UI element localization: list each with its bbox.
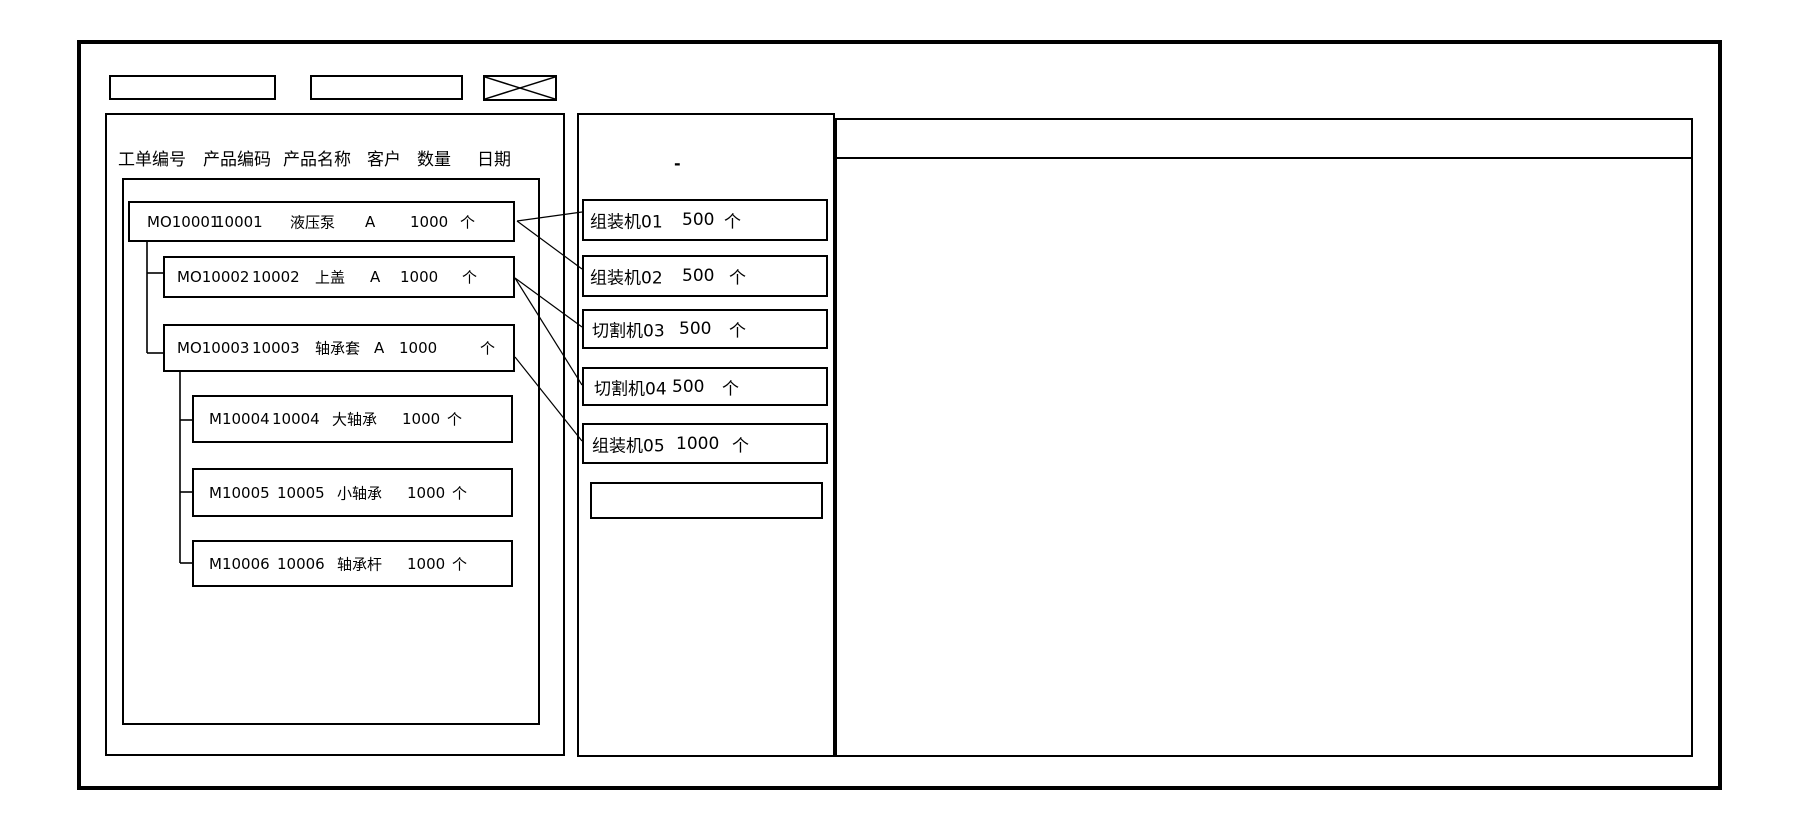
machine-unit: 个 bbox=[729, 268, 746, 289]
unit: 个 bbox=[462, 268, 478, 287]
product-name: 液压泵 bbox=[290, 213, 336, 231]
machine-unit: 个 bbox=[724, 212, 741, 233]
product-code: 10006 bbox=[277, 554, 325, 573]
machine-row-01[interactable]: 组装机01 500 个 bbox=[582, 199, 828, 241]
column-header-product-code: 产品编码 bbox=[203, 150, 271, 170]
order-no: M10006 bbox=[209, 554, 270, 573]
unit: 个 bbox=[460, 213, 476, 231]
unit: 个 bbox=[452, 555, 468, 573]
order-row-m10004[interactable]: M10004 10004 大轴承 1000 个 bbox=[192, 395, 513, 443]
quantity: 1000 bbox=[410, 212, 449, 231]
detail-panel bbox=[835, 118, 1693, 757]
column-header-order-no: 工单编号 bbox=[118, 150, 186, 170]
machine-row-05[interactable]: 组装机05 1000 个 bbox=[582, 423, 828, 464]
column-header-date: 日期 bbox=[477, 150, 511, 170]
machine-unit: 个 bbox=[732, 436, 749, 456]
quantity: 1000 bbox=[399, 339, 438, 357]
order-row-m10006[interactable]: M10006 10006 轴承杆 1000 个 bbox=[192, 540, 513, 587]
column-header-customer: 客户 bbox=[367, 150, 401, 170]
machine-name: 组装机05 bbox=[592, 436, 665, 456]
detail-panel-body bbox=[837, 159, 1691, 755]
product-name: 轴承杆 bbox=[337, 555, 383, 573]
product-code: 10003 bbox=[252, 339, 300, 357]
quantity: 1000 bbox=[407, 483, 446, 502]
order-row-mo10002[interactable]: MO10002 10002 上盖 A 1000 个 bbox=[163, 256, 515, 298]
machine-qty: 1000 bbox=[676, 433, 720, 454]
machine-row-04[interactable]: 切割机04 500 个 bbox=[582, 367, 828, 406]
x-cross-icon bbox=[485, 77, 555, 99]
image-placeholder-x-box[interactable] bbox=[483, 75, 557, 101]
column-header-quantity: 数量 bbox=[417, 150, 451, 170]
unit: 个 bbox=[447, 410, 463, 429]
quantity: 1000 bbox=[407, 554, 446, 573]
product-code: 10002 bbox=[252, 268, 300, 286]
machine-row-02[interactable]: 组装机02 500 个 bbox=[582, 255, 828, 297]
customer: A bbox=[370, 268, 381, 286]
machine-name: 组装机01 bbox=[590, 212, 663, 233]
product-name: 上盖 bbox=[315, 268, 346, 287]
placeholder-dot: - bbox=[674, 154, 681, 173]
order-no: MO10001 bbox=[147, 212, 220, 231]
order-no: M10005 bbox=[209, 483, 270, 502]
product-name: 轴承套 bbox=[315, 339, 361, 358]
machine-qty: 500 bbox=[682, 210, 715, 230]
unit: 个 bbox=[452, 484, 468, 502]
product-code: 10001 bbox=[215, 212, 263, 231]
product-code: 10004 bbox=[272, 410, 320, 428]
machine-name: 切割机04 bbox=[594, 379, 667, 399]
order-no: MO10002 bbox=[177, 268, 250, 286]
detail-panel-header bbox=[837, 120, 1691, 157]
column-header-product-name: 产品名称 bbox=[283, 150, 351, 170]
customer: A bbox=[365, 212, 376, 231]
order-no: M10004 bbox=[209, 410, 270, 428]
machine-unit: 个 bbox=[722, 379, 739, 399]
order-row-mo10001[interactable]: MO10001 10001 液压泵 A 1000 个 bbox=[128, 201, 515, 242]
machine-row-03[interactable]: 切割机03 500 个 bbox=[582, 309, 828, 349]
product-code: 10005 bbox=[277, 483, 325, 502]
machine-qty: 500 bbox=[682, 266, 715, 286]
product-name: 小轴承 bbox=[337, 484, 383, 502]
machine-qty: 500 bbox=[679, 319, 712, 339]
toolbar-field-2[interactable] bbox=[310, 75, 463, 100]
toolbar-field-1[interactable] bbox=[109, 75, 276, 100]
order-no: MO10003 bbox=[177, 339, 250, 357]
product-name: 大轴承 bbox=[332, 410, 378, 429]
machine-name: 切割机03 bbox=[592, 321, 665, 342]
machine-name: 组装机02 bbox=[590, 268, 663, 289]
quantity: 1000 bbox=[400, 268, 439, 286]
unit: 个 bbox=[480, 339, 496, 358]
order-row-mo10003[interactable]: MO10003 10003 轴承套 A 1000 个 bbox=[163, 324, 515, 372]
machine-qty: 500 bbox=[672, 376, 705, 397]
detail-panel-header-separator bbox=[837, 157, 1691, 159]
machine-row-empty[interactable] bbox=[590, 482, 823, 519]
order-row-m10005[interactable]: M10005 10005 小轴承 1000 个 bbox=[192, 468, 513, 517]
customer: A bbox=[374, 339, 385, 357]
machine-unit: 个 bbox=[729, 321, 746, 342]
quantity: 1000 bbox=[402, 410, 441, 428]
